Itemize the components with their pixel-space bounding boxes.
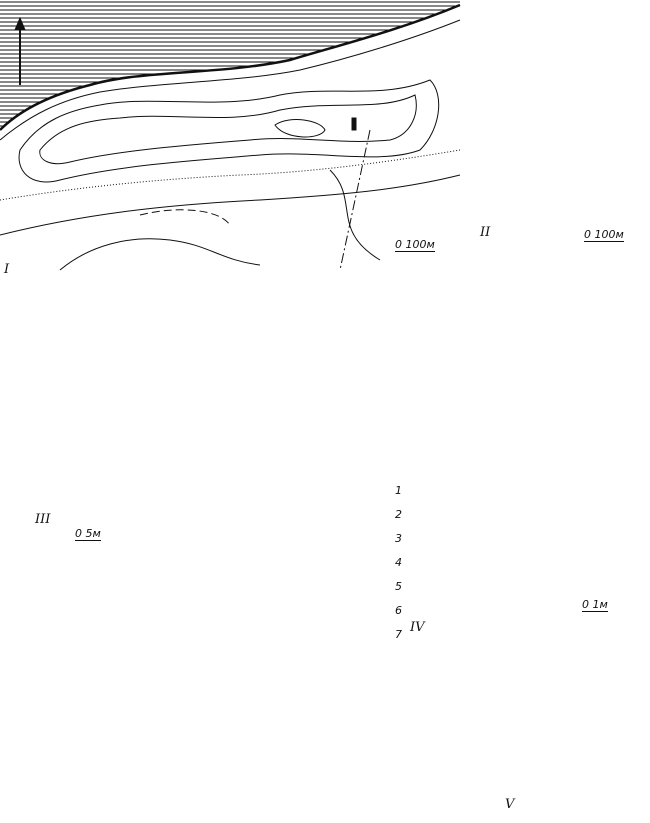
panel-iii-label: III bbox=[35, 512, 51, 527]
panel-ii-scale-bar: 0 100м bbox=[584, 228, 624, 242]
panel-ii-label: II bbox=[480, 225, 491, 240]
legend-label-3: 3 bbox=[395, 532, 402, 545]
legend-label-6: 6 bbox=[395, 604, 402, 617]
panel-iii-scale-bar: 0 5м bbox=[75, 527, 101, 541]
panel-i-site-plan bbox=[0, 0, 461, 271]
panel-iv-scale-bar: 0 1м bbox=[582, 598, 608, 612]
legend-label-1: 1 bbox=[395, 484, 402, 497]
panel-i-scale-bar: 0 100м bbox=[395, 238, 435, 252]
panel-i-label: I bbox=[4, 262, 10, 277]
legend-label-7: 7 bbox=[395, 628, 402, 641]
legend-label-5: 5 bbox=[395, 580, 402, 593]
legend-label-2: 2 bbox=[395, 508, 402, 521]
panel-v-label: V bbox=[505, 797, 515, 812]
legend-label-4: 4 bbox=[395, 556, 402, 569]
panel-iv-label: IV bbox=[410, 620, 425, 635]
